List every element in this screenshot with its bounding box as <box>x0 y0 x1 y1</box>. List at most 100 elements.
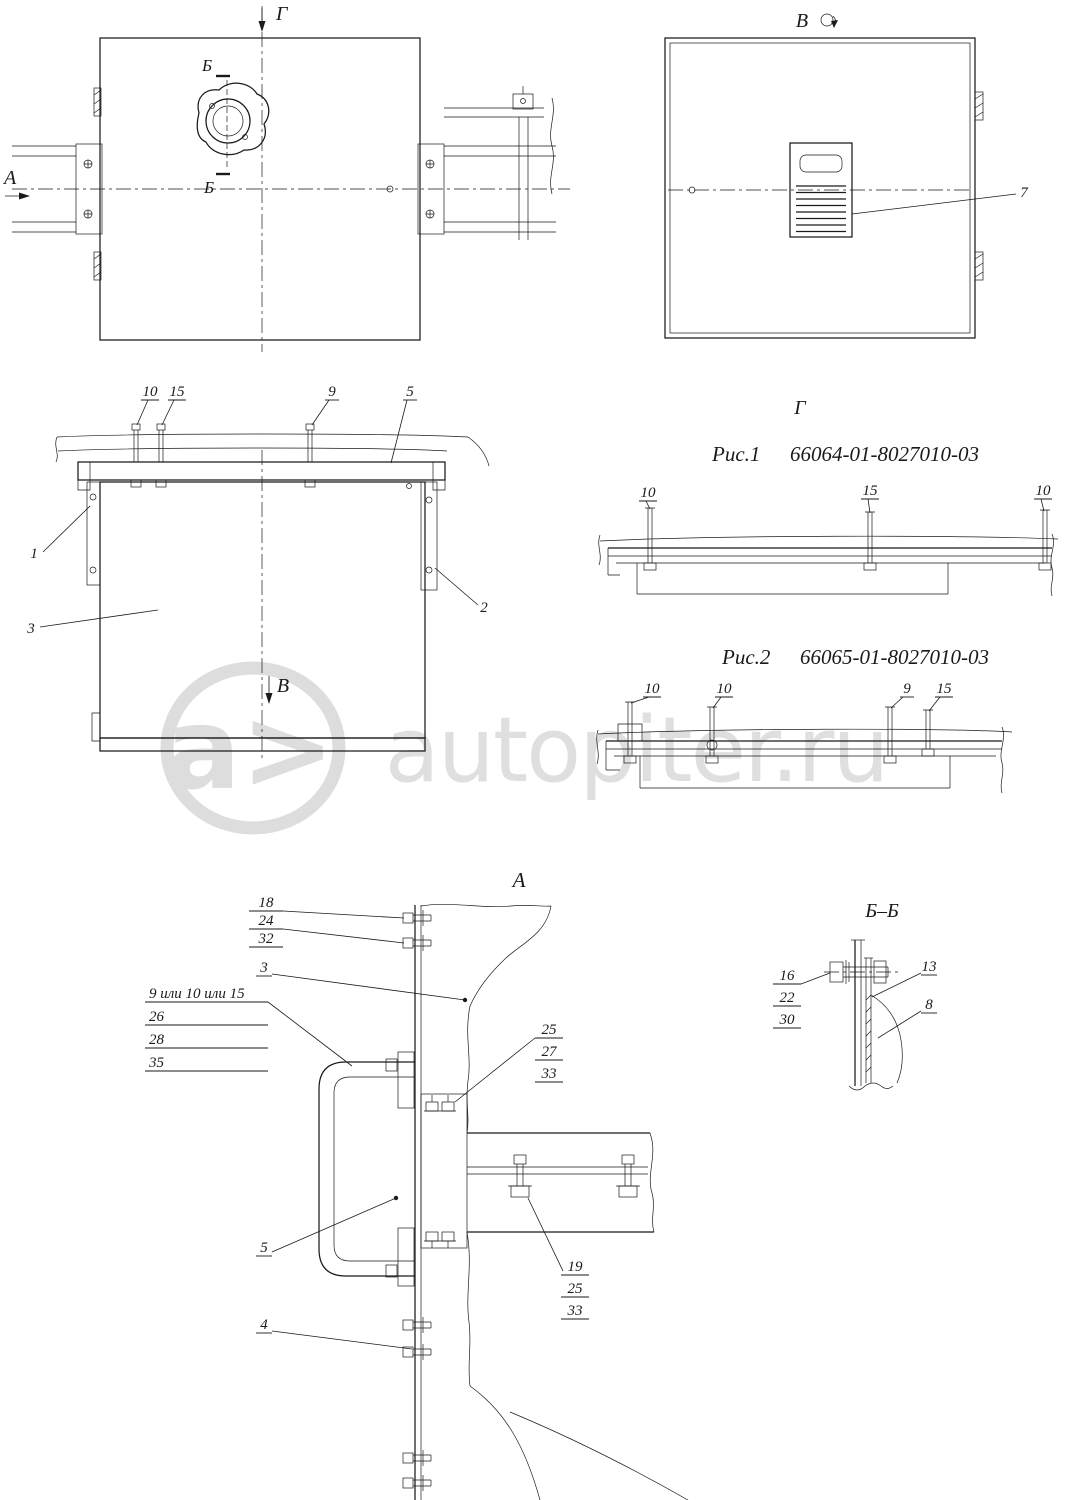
section-bb: Б–Б 16 22 30 <box>773 900 937 1091</box>
view-arrow-a: А <box>2 167 30 200</box>
view-direction-v: В <box>796 10 838 32</box>
view-v-label: В <box>796 10 808 32</box>
stack-row-label: 32 <box>258 931 275 947</box>
fig2-caption: Рис.2 <box>721 645 771 669</box>
bolt-hole <box>688 186 696 194</box>
stack-row-label: 26 <box>149 1009 165 1025</box>
callout-13: 13 <box>871 959 937 998</box>
stack-row-label: 22 <box>780 990 796 1006</box>
fig2-callout-10a: 10 <box>630 681 661 704</box>
fig1-stud-left <box>643 507 657 571</box>
stack-row-label: 27 <box>542 1044 559 1060</box>
mounting-flange <box>77 461 446 491</box>
right-frame-rail <box>417 143 556 235</box>
callout-8: 8 <box>877 997 937 1039</box>
callout-15: 15 <box>161 384 186 426</box>
view-rear-panel: 7 В <box>664 10 1029 339</box>
fig1-callout-10-right: 10 <box>1034 483 1052 512</box>
stack-row-label: 24 <box>259 913 275 929</box>
section-arrow-v-label: В <box>277 675 289 697</box>
fig2-section: Рис.2 66065-01-8027010-03 <box>596 645 1013 794</box>
fig2-callout-label: 10 <box>717 681 733 697</box>
view-arrow-g: Г <box>258 3 289 32</box>
section-bb-heading: Б–Б <box>864 900 899 922</box>
callout-3-wall: 3 <box>256 960 468 1003</box>
stack-row-label: 9 или 10 или 15 <box>149 986 245 1002</box>
callout-3-label: 3 <box>26 621 35 637</box>
fig1-part-number: 66064-01-8027010-03 <box>790 442 979 466</box>
rotate-arrow-icon <box>820 13 834 27</box>
fig1-stud-mid <box>863 511 877 571</box>
stack-row-label: 19 <box>568 1259 584 1275</box>
wall-bolt <box>402 1317 432 1333</box>
callout-1-label: 1 <box>30 546 38 562</box>
callout-8-label: 8 <box>925 997 933 1013</box>
view-arrow-g-label: Г <box>275 3 289 25</box>
callout-5-handle: 5 <box>256 1195 399 1257</box>
view-top-plan: Б Б Г А <box>2 3 570 352</box>
fig1-section: Г Рис.1 66064-01-8027010-03 <box>598 397 1059 597</box>
stack-row-label: 25 <box>568 1281 584 1297</box>
fig1-callout-10-left: 10 <box>639 485 657 510</box>
fig2-callout-label: 10 <box>645 681 661 697</box>
callout-3-label: 3 <box>259 960 268 976</box>
left-side-bracket <box>86 481 101 586</box>
section-b-markers: Б Б <box>201 56 230 197</box>
fig2-stud-4 <box>921 709 935 757</box>
view-front: 10 15 9 5 <box>26 384 490 758</box>
fig2-callout-label: 15 <box>937 681 953 697</box>
callout-5-label: 5 <box>406 384 414 400</box>
fig2-stud-3 <box>883 706 897 764</box>
wall-bolt <box>402 1344 432 1360</box>
callout-stack-top: 18 24 32 <box>249 895 405 948</box>
fuel-pipe-detail <box>444 86 554 240</box>
left-frame-rail <box>12 143 103 235</box>
fig1-stud-right <box>1038 509 1052 571</box>
tank-bottom-strip <box>91 712 426 752</box>
fig2-callout-9: 9 <box>890 681 914 709</box>
stack-row-label: 16 <box>780 968 796 984</box>
fig2-callout-10b: 10 <box>712 681 733 709</box>
tank-wall-edge <box>414 904 689 1500</box>
callout-9: 9 <box>311 384 339 426</box>
platform-edge <box>55 433 490 467</box>
callout-5-label: 5 <box>260 1240 268 1256</box>
section-arrow-v: В <box>265 675 289 704</box>
callout-stack-left: 9 или 10 или 15 26 28 35 <box>145 986 353 1072</box>
callout-7: 7 <box>851 185 1029 215</box>
stack-row-label: 18 <box>259 895 275 911</box>
callout-9-label: 9 <box>328 384 336 400</box>
fig1-callout-label: 10 <box>641 485 657 501</box>
bolt-hole <box>386 185 394 193</box>
fig1-drawing <box>598 507 1059 597</box>
wall-bolt <box>402 1450 432 1466</box>
stack-row-label: 35 <box>148 1055 165 1071</box>
callout-4-label: 4 <box>260 1317 268 1333</box>
callout-5: 5 <box>390 384 417 464</box>
callout-10: 10 <box>136 384 159 426</box>
section-bb-drawing <box>824 939 903 1091</box>
view-a-heading: А <box>511 868 526 892</box>
callout-7-label: 7 <box>1020 185 1029 201</box>
fig2-part-number: 66065-01-8027010-03 <box>800 645 989 669</box>
left-mount-tabs <box>93 87 102 281</box>
handle-bracket <box>318 1051 415 1287</box>
stud-bolt-15 <box>155 423 167 488</box>
wall-bolt <box>402 910 432 926</box>
wall-bolt <box>402 1475 432 1491</box>
fig2-callout-label: 9 <box>903 681 911 697</box>
callout-15-label: 15 <box>170 384 186 400</box>
right-side-bracket <box>406 481 438 591</box>
callout-2: 2 <box>434 567 488 616</box>
view-arrow-a-label: А <box>2 167 17 189</box>
callout-10-label: 10 <box>143 384 159 400</box>
fig1-caption: Рис.1 <box>711 442 760 466</box>
arm-bolt <box>508 1154 532 1198</box>
fig2-stud-2 <box>705 706 719 764</box>
stack-row-label: 28 <box>149 1032 165 1048</box>
callout-stack-arm: 19 25 33 <box>527 1197 589 1320</box>
filler-neck <box>196 82 270 156</box>
arm-bolt <box>616 1154 640 1198</box>
callout-stack-bb: 16 22 30 <box>773 968 831 1029</box>
